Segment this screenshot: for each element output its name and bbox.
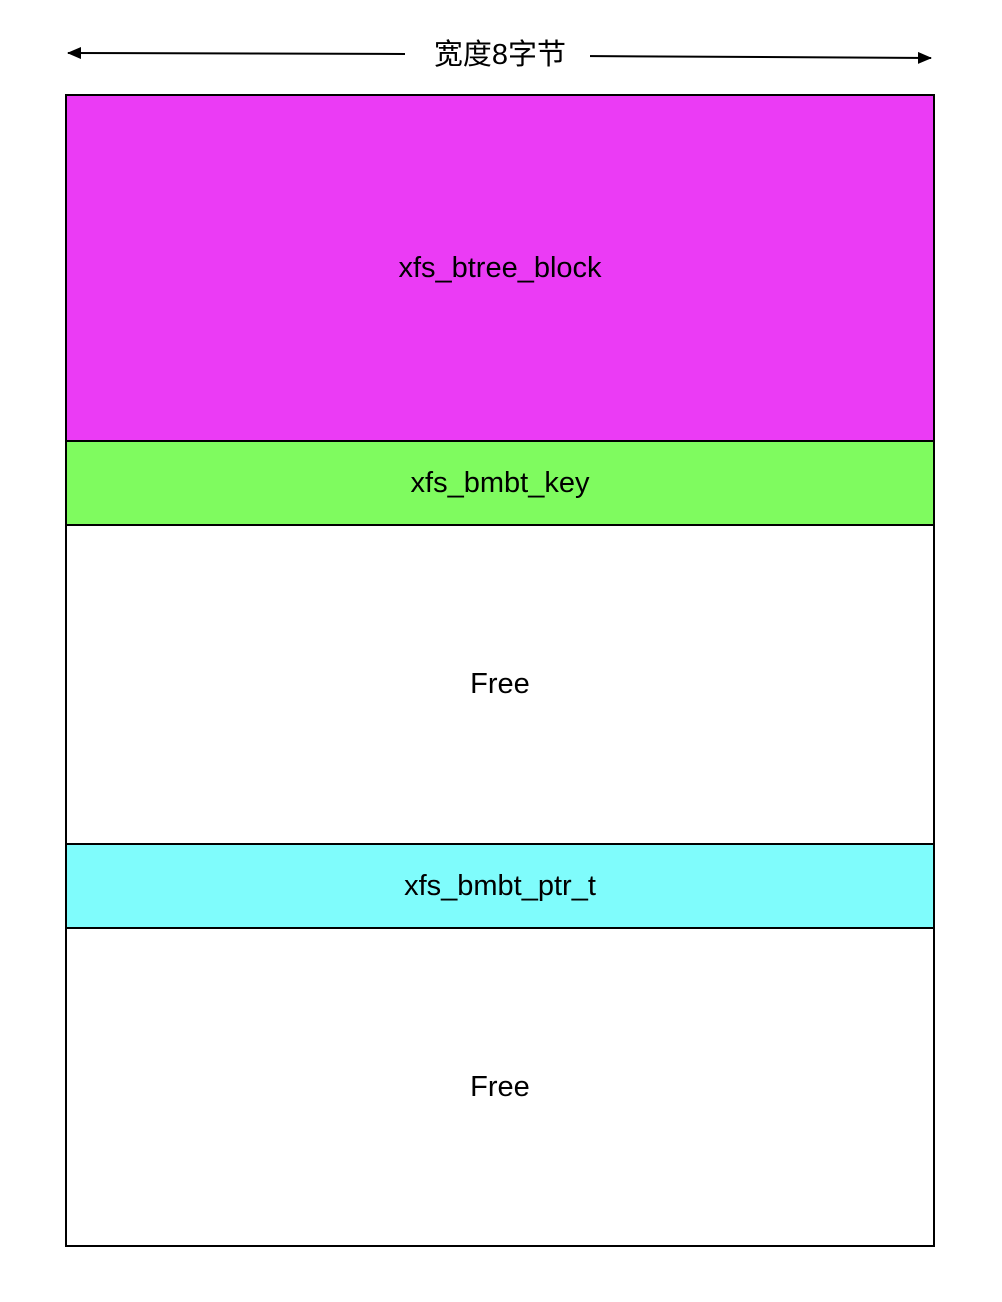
width-arrow — [67, 47, 932, 64]
segment-label: xfs_btree_block — [398, 251, 602, 284]
segment-label: Free — [470, 668, 530, 700]
segment-free-2: Free — [67, 927, 933, 1245]
segment-label: xfs_bmbt_ptr_t — [404, 869, 596, 902]
segment-xfs-btree-block: xfs_btree_block — [67, 96, 933, 440]
width-arrow-left — [67, 47, 406, 60]
width-arrow-right — [579, 51, 932, 64]
segment-xfs-bmbt-key: xfs_bmbt_key — [67, 440, 933, 524]
segment-label: xfs_bmbt_key — [410, 466, 590, 499]
width-label: 宽度8字节 — [410, 36, 590, 74]
segment-label: Free — [470, 1070, 530, 1103]
segment-xfs-bmbt-ptr-t: xfs_bmbt_ptr_t — [67, 843, 933, 927]
btree-block-layout: xfs_btree_block xfs_bmbt_key Free xfs_bm… — [65, 94, 935, 1247]
segment-free-1: Free — [67, 524, 933, 843]
width-indicator: 宽度8字节 — [0, 0, 1002, 100]
